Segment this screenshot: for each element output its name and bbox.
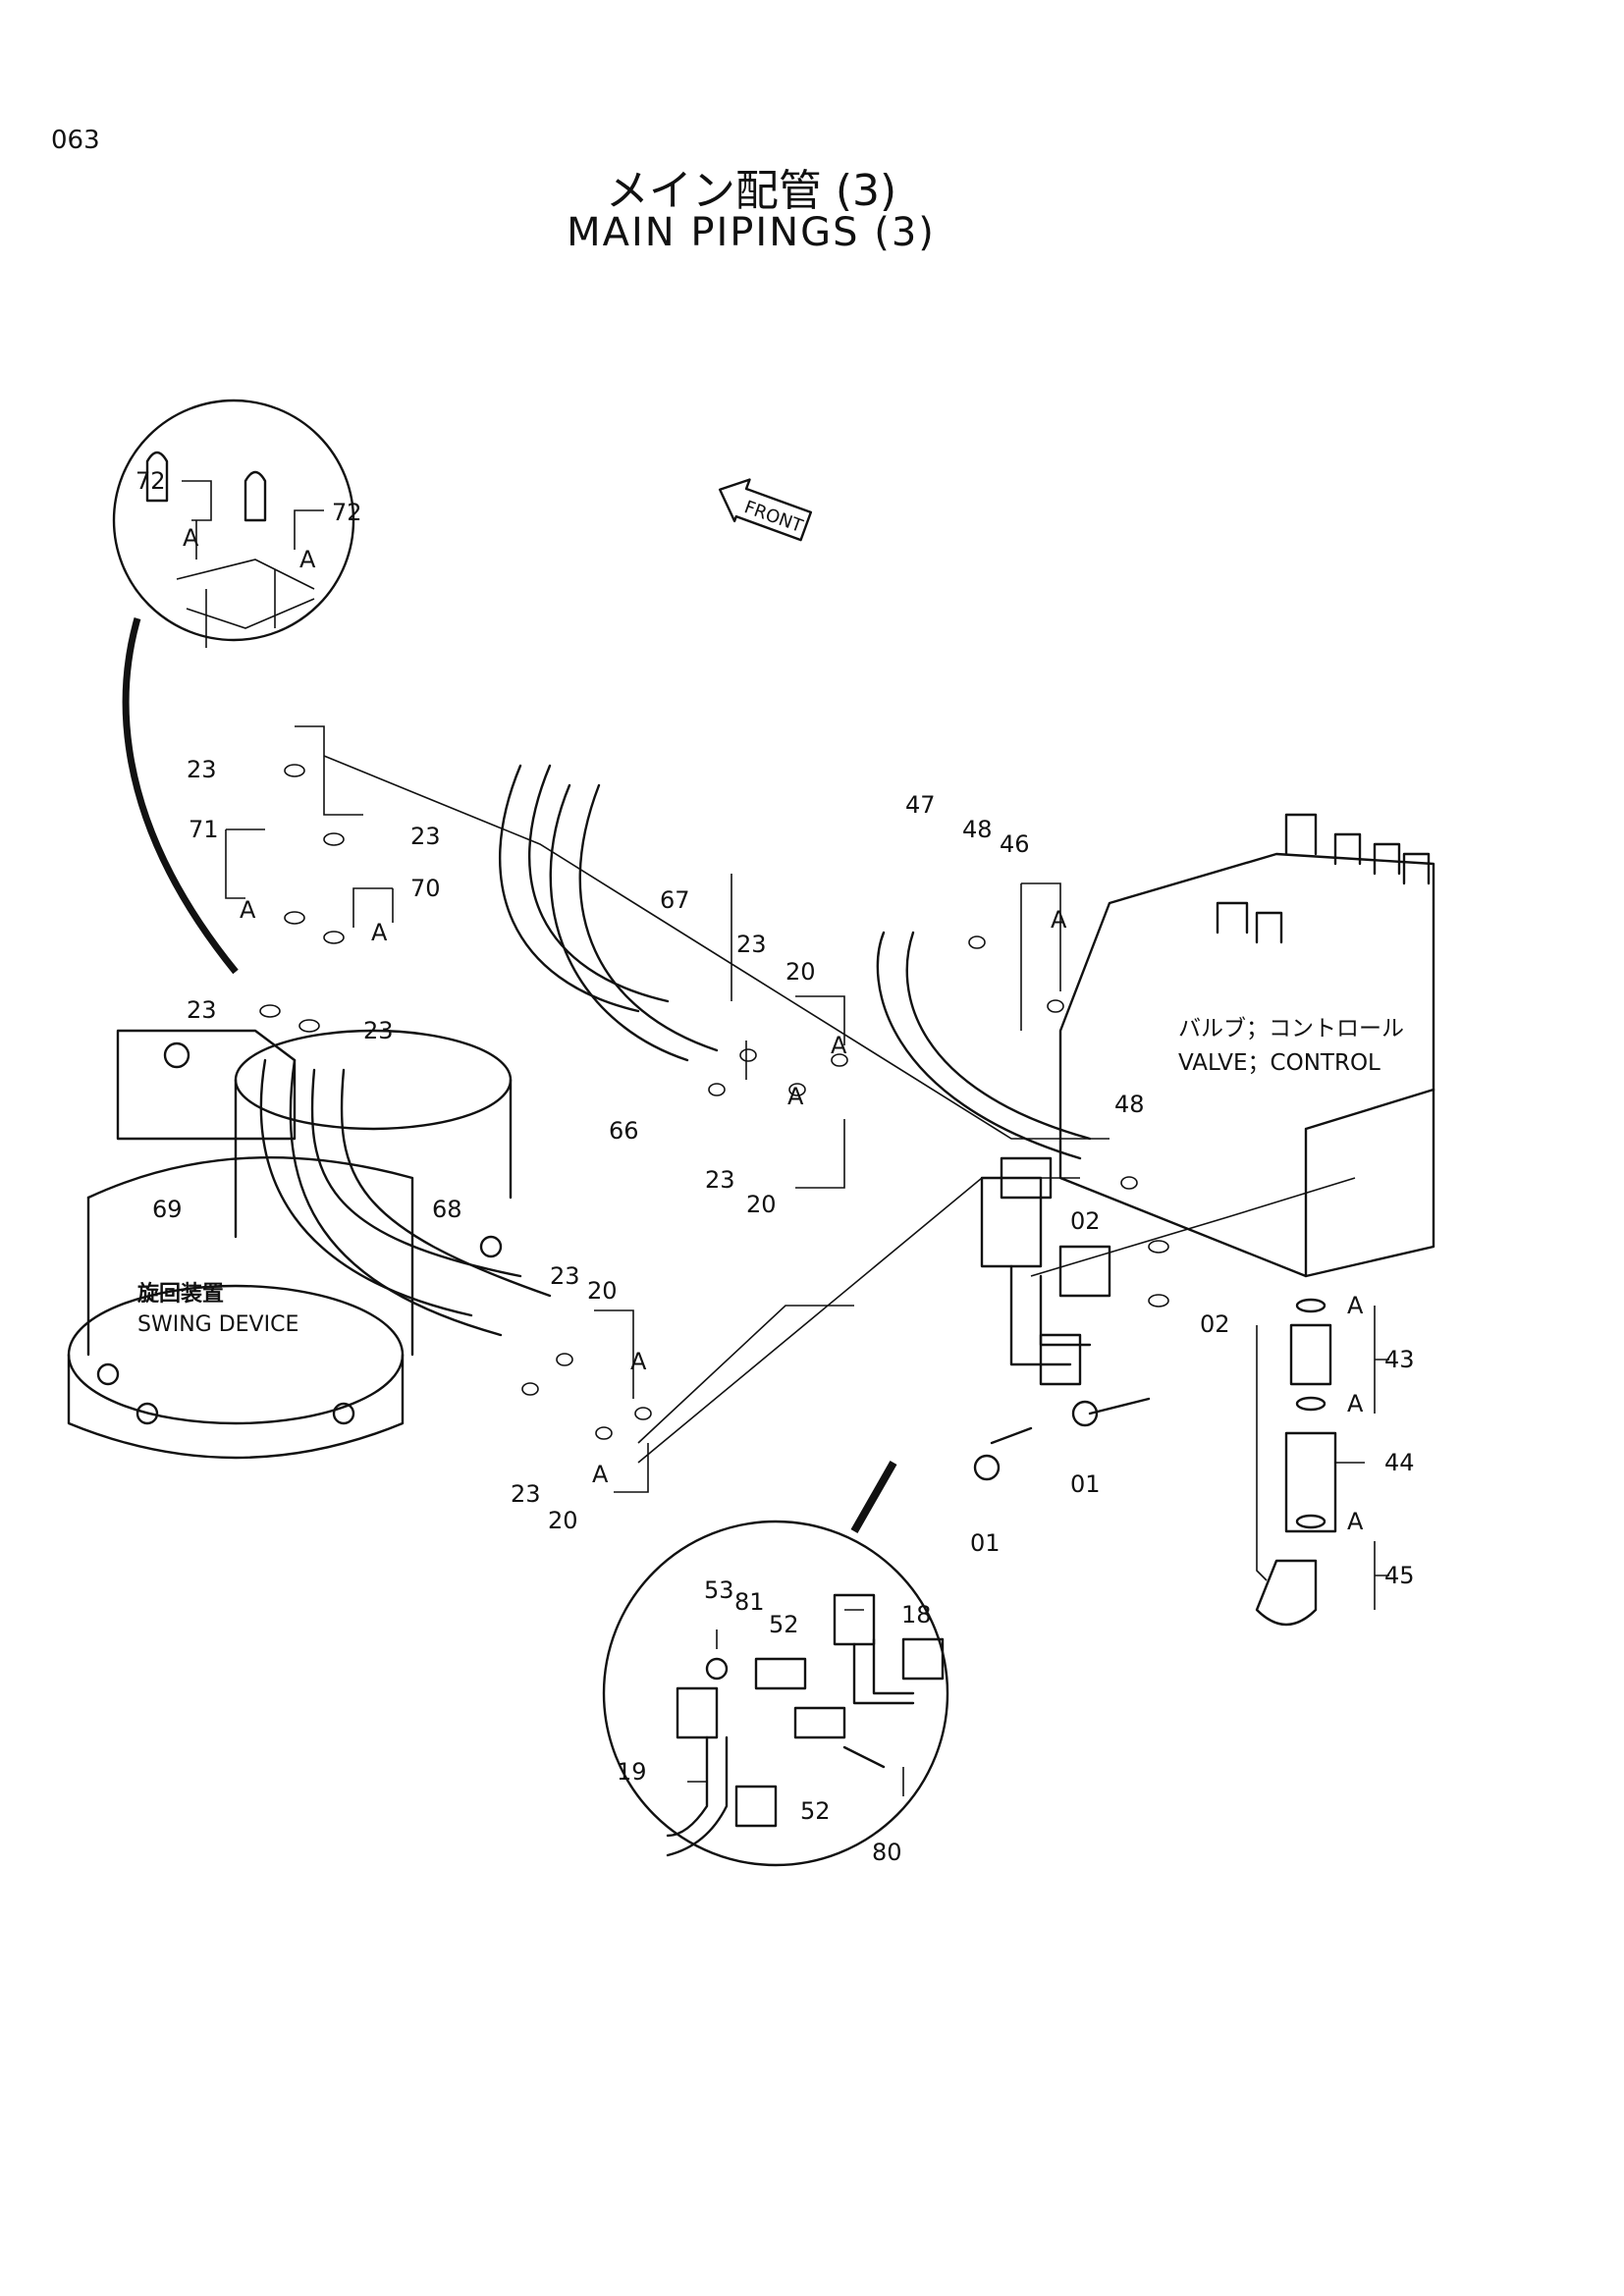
valve-label-en: VALVE；CONTROL [1178, 1050, 1380, 1076]
callout-20: 20 [746, 1191, 777, 1218]
callout-23: 23 [187, 756, 217, 783]
callout-69: 69 [152, 1196, 183, 1223]
callout-44: 44 [1384, 1449, 1415, 1476]
swing-device-label-en: SWING DEVICE [137, 1312, 298, 1337]
swing-device [67, 1029, 513, 1460]
title-english: MAIN PIPINGS (3) [567, 210, 936, 255]
callout-20: 20 [548, 1507, 578, 1534]
callout-23: 23 [511, 1480, 541, 1508]
leader-lines [182, 480, 1389, 1796]
detail-circle-bottom [602, 1461, 949, 1867]
callout-labels: 72 72 A A 23 23 71 70 A A 23 23 69 68 67… [135, 467, 1415, 1866]
callout-52: 52 [800, 1797, 831, 1825]
swing-device-label-jp: 旋回装置 [137, 1281, 224, 1307]
callout-68: 68 [432, 1196, 462, 1223]
callout-23: 23 [550, 1262, 580, 1290]
pipe-lines [295, 725, 1356, 1581]
callout-a: A [299, 546, 316, 573]
callout-43: 43 [1384, 1346, 1415, 1373]
callout-a: A [1051, 906, 1067, 934]
callout-01: 01 [970, 1529, 1001, 1557]
callout-23: 23 [410, 823, 441, 850]
callout-01: 01 [1070, 1470, 1101, 1498]
callout-70: 70 [410, 875, 441, 902]
callout-23: 23 [736, 931, 767, 958]
detail-circle-top [112, 399, 355, 975]
fittings-right [1255, 1298, 1337, 1627]
callout-47: 47 [905, 791, 936, 819]
callout-18: 18 [901, 1601, 932, 1629]
callout-a: A [183, 524, 199, 552]
callout-a: A [1347, 1390, 1364, 1417]
fittings-center [973, 1156, 1151, 1481]
callout-23: 23 [705, 1166, 735, 1194]
callout-19: 19 [617, 1758, 647, 1786]
callout-66: 66 [609, 1117, 639, 1145]
callout-71: 71 [189, 816, 219, 843]
callout-46: 46 [1000, 830, 1030, 858]
callout-48: 48 [1114, 1091, 1145, 1118]
front-arrow: FRONT [718, 478, 813, 542]
valve-label-jp: バルブ；コントロール [1178, 1016, 1404, 1041]
control-valve [1058, 813, 1435, 1278]
callout-67: 67 [660, 886, 690, 914]
callout-81: 81 [734, 1588, 765, 1616]
callout-48: 48 [962, 816, 993, 843]
callout-23: 23 [187, 996, 217, 1024]
callout-52: 52 [769, 1611, 799, 1638]
callout-a: A [630, 1348, 647, 1375]
callout-a: A [831, 1032, 847, 1059]
callout-72: 72 [332, 499, 362, 526]
callout-a: A [592, 1461, 609, 1488]
callout-a: A [240, 896, 256, 924]
page-number: 063 [51, 126, 100, 155]
callout-53: 53 [704, 1576, 734, 1604]
callout-72: 72 [135, 467, 166, 495]
callout-20: 20 [587, 1277, 618, 1305]
o-rings [259, 764, 1169, 1440]
hoses [259, 764, 1092, 1337]
callout-23: 23 [363, 1017, 394, 1044]
callout-02: 02 [1070, 1207, 1101, 1235]
callout-20: 20 [785, 958, 816, 986]
title-japanese: メイン配管 (3) [605, 166, 897, 216]
callout-80: 80 [872, 1839, 902, 1866]
callout-45: 45 [1384, 1562, 1415, 1589]
callout-02: 02 [1200, 1310, 1230, 1338]
callout-a: A [1347, 1508, 1364, 1535]
callout-a: A [787, 1083, 804, 1110]
callout-a: A [1347, 1292, 1364, 1319]
callout-a: A [371, 919, 388, 946]
